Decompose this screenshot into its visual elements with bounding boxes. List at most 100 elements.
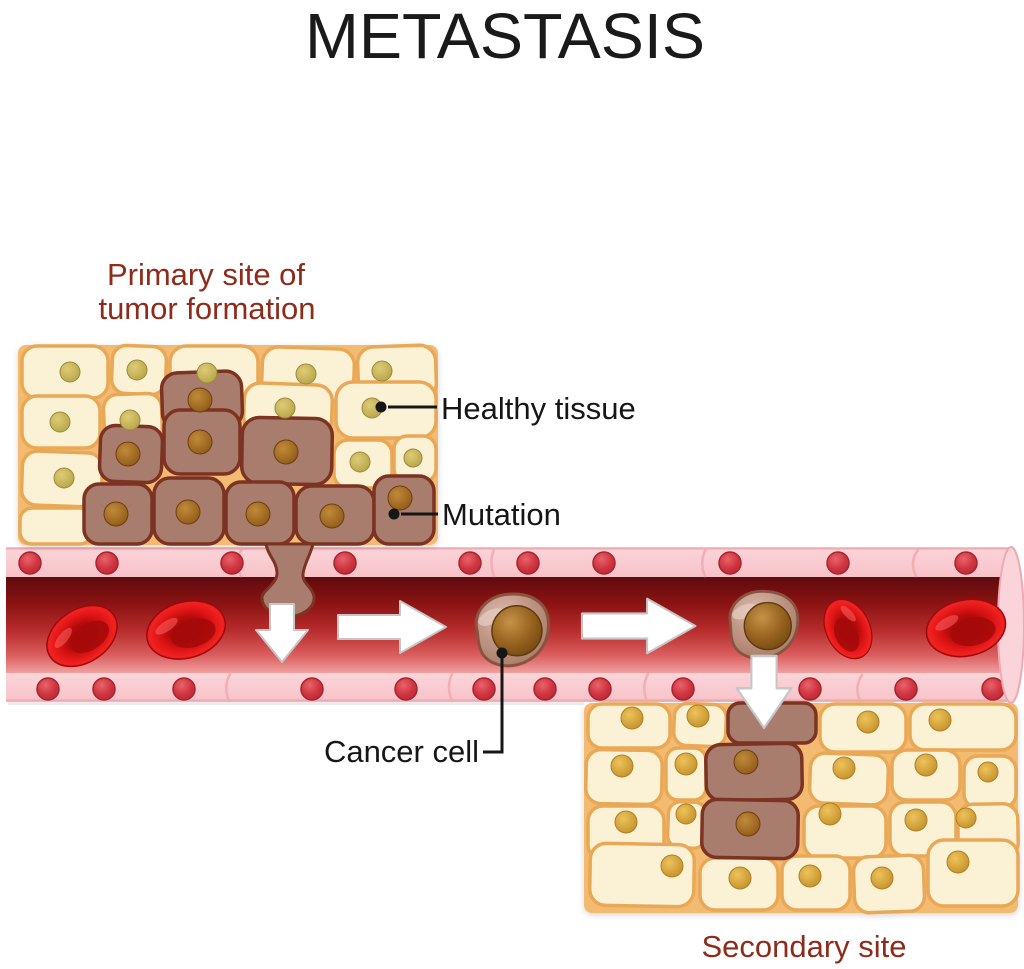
leader-healthy-tissue	[375, 401, 437, 413]
wall-seam	[490, 547, 496, 578]
wall-seam	[447, 672, 454, 703]
cell-nucleus	[187, 387, 213, 413]
cell-nucleus	[904, 808, 928, 832]
vessel-wall-top	[6, 547, 1012, 577]
cell-nucleus	[53, 467, 75, 489]
secondary-site-tissue	[584, 701, 1020, 915]
cell-nucleus	[620, 706, 644, 730]
cell-nucleus	[610, 754, 634, 778]
cell-nucleus	[245, 501, 271, 527]
wall-nucleus	[981, 677, 1005, 701]
cell-nucleus	[686, 704, 710, 728]
cell-nucleus	[274, 397, 296, 419]
wall-seam	[225, 672, 232, 703]
wall-nucleus	[92, 677, 116, 701]
wall-nucleus	[220, 551, 244, 575]
cell-nucleus	[126, 359, 148, 381]
wall-nucleus	[95, 551, 119, 575]
wall-nucleus	[472, 677, 496, 701]
leader-mutation	[388, 508, 438, 520]
wall-nucleus	[894, 677, 918, 701]
wall-seam	[856, 673, 864, 703]
cell-nucleus	[728, 866, 752, 890]
leader-line	[483, 653, 504, 754]
wall-nucleus	[458, 551, 482, 575]
leader-dot	[388, 508, 400, 520]
wall-seam	[643, 672, 650, 703]
circulating-cancer-cell	[728, 589, 800, 660]
cell-nucleus	[870, 866, 894, 890]
cell-nucleus	[675, 803, 697, 825]
secondary-site-label: Secondary site	[701, 929, 906, 964]
healthy-cell	[18, 506, 94, 546]
cell-nucleus	[175, 499, 201, 525]
wall-nucleus	[516, 551, 540, 575]
mutation-label: Mutation	[442, 497, 561, 532]
cell-nucleus	[371, 360, 393, 382]
vessel-wall-bottom-nuclei	[36, 677, 1005, 701]
cell-nucleus	[403, 448, 423, 468]
wall-nucleus	[300, 677, 324, 701]
healthy-cell	[908, 702, 1018, 752]
wall-nucleus	[172, 677, 196, 701]
leader-dot	[375, 401, 387, 413]
primary-nuclei	[49, 359, 423, 529]
primary-tumor-tissue	[18, 343, 439, 546]
wall-seam	[911, 548, 920, 578]
cell-nucleus	[946, 850, 970, 874]
cell-nucleus	[119, 409, 141, 431]
cell-nucleus	[832, 756, 856, 780]
secondary-nuclei	[610, 704, 999, 890]
cell-nucleus	[977, 761, 999, 783]
cell-nucleus	[187, 429, 213, 455]
wall-nucleus	[718, 551, 742, 575]
cell-nucleus	[196, 362, 218, 384]
leader-cancer-cell	[483, 647, 508, 754]
cell-nucleus	[928, 708, 952, 732]
cell-nucleus	[660, 854, 684, 878]
healthy-tissue-label: Healthy tissue	[441, 391, 636, 426]
cell-nucleus	[103, 501, 129, 527]
healthy-cell	[926, 838, 1020, 908]
cell-nucleus	[273, 439, 299, 465]
wall-nucleus	[671, 677, 695, 701]
cell-nucleus	[115, 441, 141, 467]
wall-nucleus	[533, 677, 557, 701]
wall-nucleus	[333, 551, 357, 575]
cell-nucleus	[295, 363, 317, 385]
cell-nucleus	[856, 710, 880, 734]
cell-nucleus	[818, 802, 842, 826]
primary-site-label-line1: Primary site of	[107, 257, 305, 292]
cell-nucleus	[914, 753, 938, 777]
wall-nucleus	[592, 551, 616, 575]
vessel-wall-top-nuclei	[18, 551, 978, 575]
wall-seam	[701, 547, 708, 578]
cell-nucleus	[735, 811, 761, 837]
cell-nucleus	[49, 411, 71, 433]
cell-nucleus	[955, 807, 977, 829]
wall-nucleus	[798, 677, 822, 701]
cell-nucleus	[674, 752, 698, 776]
primary-site-label-line2: tumor formation	[98, 291, 315, 326]
healthy-cell	[802, 804, 888, 860]
wall-nucleus	[954, 551, 978, 575]
cell-nucleus	[319, 503, 345, 529]
wall-nucleus	[826, 551, 850, 575]
cell-nucleus	[387, 485, 413, 511]
cell-nucleus	[733, 749, 759, 775]
cell-nucleus	[614, 810, 638, 834]
wall-nucleus	[36, 677, 60, 701]
wall-nucleus	[394, 677, 418, 701]
cell-nucleus	[59, 361, 81, 383]
diagram-title: METASTASIS	[305, 0, 705, 72]
cell-nucleus	[798, 864, 822, 888]
healthy-cell	[334, 380, 438, 440]
cell-nucleus	[349, 451, 371, 473]
wall-nucleus	[18, 551, 42, 575]
cancer-cell-label: Cancer cell	[324, 734, 479, 769]
vessel-shadow	[8, 702, 584, 705]
wall-nucleus	[588, 677, 612, 701]
tumor-cell	[704, 741, 804, 803]
